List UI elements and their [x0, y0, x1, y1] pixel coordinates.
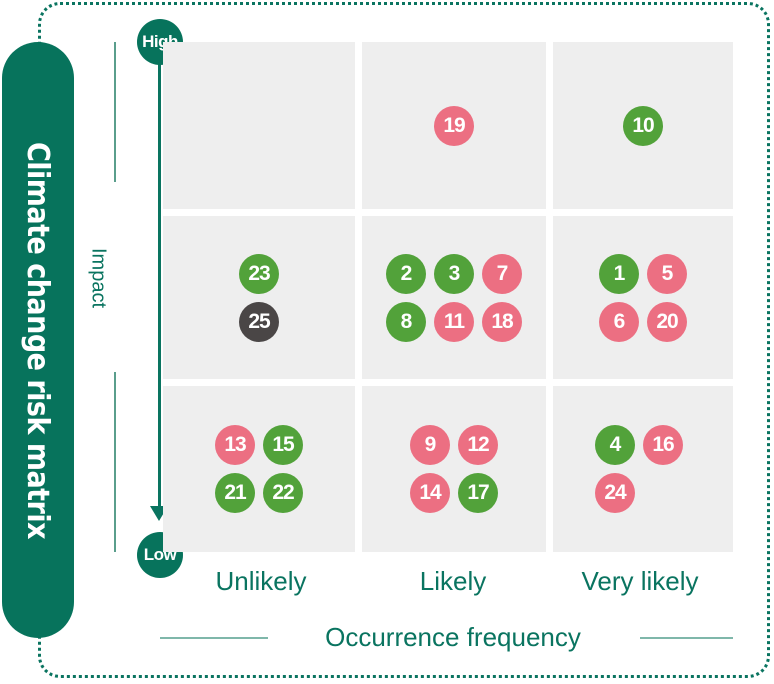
risk-marker: 8: [386, 301, 426, 342]
risk-marker: 2: [386, 253, 426, 294]
frequency-axis-label: Occurrence frequency: [325, 622, 581, 652]
risk-marker: 12: [458, 425, 498, 465]
risk-row: 10: [623, 105, 663, 146]
risk-marker: 25: [239, 301, 279, 342]
risk-marker: 1: [599, 253, 639, 294]
risk-marker: 7: [482, 253, 522, 294]
col-label-unlikely: Unlikely: [215, 566, 307, 596]
risk-marker: 13: [215, 425, 255, 465]
impact-guide-top: [114, 42, 116, 182]
risk-marker: 14: [410, 473, 450, 513]
matrix-cell: [163, 42, 355, 209]
frequency-guide-right: [640, 637, 733, 639]
risk-row: 24: [595, 473, 635, 513]
risk-marker: 10: [623, 105, 663, 146]
risk-marker: 20: [647, 301, 687, 342]
risk-marker: 18: [482, 301, 522, 342]
risk-marker: 22: [263, 473, 303, 513]
risk-marker: 21: [215, 473, 255, 513]
matrix-cell: 19: [362, 42, 546, 209]
impact-guide-bottom: [114, 372, 116, 552]
risk-marker: 17: [458, 473, 498, 513]
title-banner: Climate change risk matrix: [2, 42, 74, 638]
risk-row: 23: [239, 253, 279, 294]
matrix-title: Climate change risk matrix: [20, 141, 56, 539]
risk-marker: 4: [595, 425, 635, 465]
impact-axis-label: Impact: [87, 247, 110, 309]
risk-marker: 23: [239, 253, 279, 294]
risk-marker: 24: [595, 473, 635, 513]
risk-marker: 6: [599, 301, 639, 342]
risk-marker: 16: [643, 425, 683, 465]
risk-marker: 15: [263, 425, 303, 465]
risk-marker: 5: [647, 253, 687, 294]
risk-marker: 11: [434, 301, 474, 342]
frequency-guide-left: [160, 637, 268, 639]
matrix-cell: 10: [553, 42, 733, 209]
risk-marker: 19: [434, 105, 474, 146]
col-label-likely: Likely: [419, 566, 487, 596]
risk-marker: 9: [410, 425, 450, 465]
risk-marker: 3: [434, 253, 474, 294]
col-label-very-likely: Very likely: [581, 566, 699, 596]
impact-arrow-line: [158, 62, 161, 510]
risk-row: 19: [434, 105, 474, 146]
risk-row: 25: [239, 301, 279, 342]
